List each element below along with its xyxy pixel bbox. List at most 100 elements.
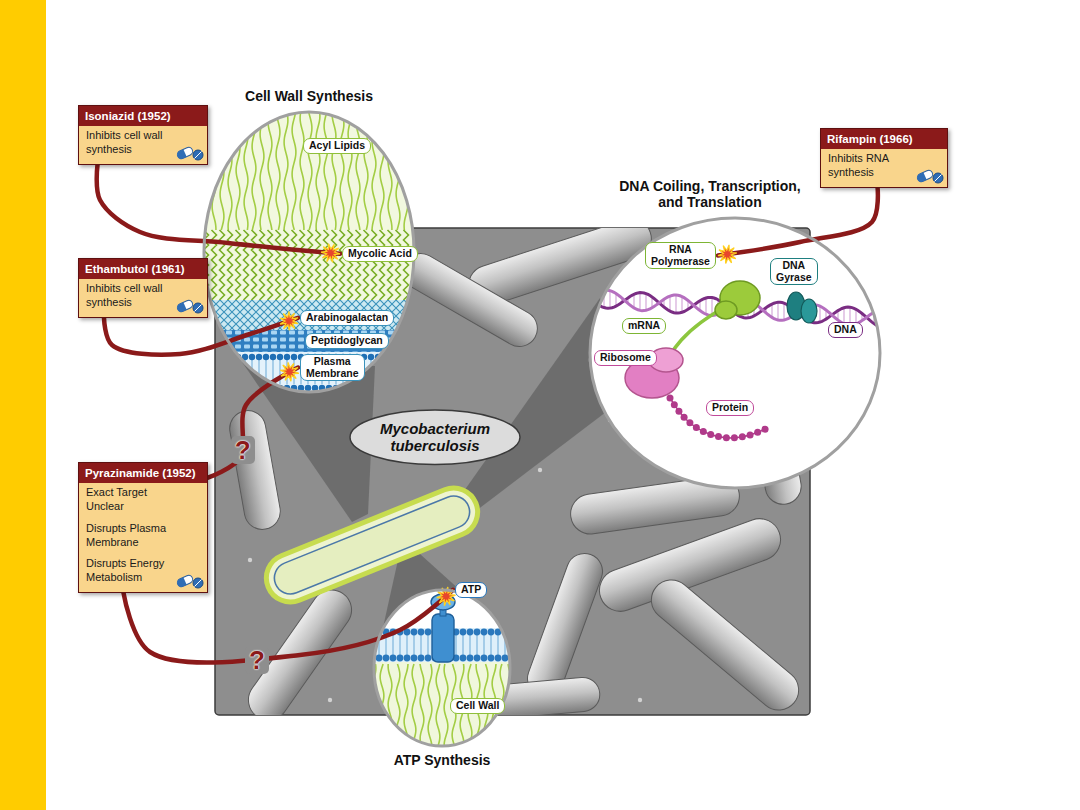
lipid-head [509,629,516,636]
part-name: RNA Polymerase [651,243,710,268]
mycolic-acid [252,230,257,300]
lipid-head [249,385,255,391]
amino-acid [707,431,714,438]
capsule [176,299,194,313]
part-name: Acyl Lipids [309,139,365,153]
acyl-lipid [236,110,240,230]
lipid-head [256,354,262,360]
mycolic-acid [236,230,241,300]
dna-rung [783,303,784,320]
section-title: DNA Coiling, Transcription, and Translat… [610,178,810,210]
lipid-tail [406,360,407,384]
lipid-head [495,655,502,662]
lipid-head [396,385,402,391]
lipid-tail [231,360,232,384]
lipid-head [383,655,390,662]
part-label: Ribosome [594,350,657,366]
lipid-head [389,354,395,360]
acyl-lipid [316,110,320,230]
capsule [176,574,194,588]
debris-dot [638,698,642,702]
lipid-head [467,655,474,662]
lipid-tail [392,360,393,384]
lipid-tail [407,634,408,656]
lipid-head [291,354,297,360]
dna-rung [675,295,676,313]
tablet [933,173,943,183]
lipid-head [488,629,495,636]
drug-name: Ethambutol (1961) [79,259,207,279]
amino-acid [723,434,730,441]
amino-acid [739,433,746,440]
mycolic-acid [308,230,313,300]
lipid-head [425,629,432,636]
tablet-score [195,304,202,311]
acyl-lipid [396,110,400,230]
acyl-lipid [228,110,232,230]
circle-outline [374,588,510,774]
drug-box: Pyrazinamide (1952)Exact Target UnclearD… [78,462,208,593]
lipid-head [235,385,241,391]
oval-border [350,410,520,465]
lipid-head [376,655,383,662]
lipid-head [368,354,374,360]
acyl-lipid [348,110,352,230]
amino-acid [731,434,738,441]
mycolic-acid [340,230,345,300]
lipid-head [404,655,411,662]
wall-fibre [436,664,440,748]
pill-icon [176,298,204,314]
amino-acid [667,395,674,402]
part-name: Cell Wall [456,699,499,713]
amino-acid [686,419,693,426]
part-name: Protein [712,401,748,415]
circle-border [374,590,510,746]
edge-label: ? [245,646,269,674]
part-label: Peptidoglycan [305,333,389,349]
lipid-tail [378,360,379,384]
lipid-tail [203,360,204,384]
acyl-lipid [404,110,408,230]
acyl-lipid [364,110,368,230]
lipid-head [411,629,418,636]
dna-rung [645,294,646,311]
amino-acid [693,424,700,431]
lipid-head [474,655,481,662]
wall-fibre [412,664,416,748]
drug-box: Isoniazid (1952)Inhibits cell wall synth… [78,105,208,165]
lipid-tail [413,360,414,384]
section-circle: Cell Wall SynthesisAcyl LipidsMycolic Ac… [203,88,415,393]
drug-box: Rifampin (1966)Inhibits RNA synthesis [820,128,948,188]
arabinogalactan-layer [200,300,420,330]
drug-box: Ethambutol (1961)Inhibits cell wall synt… [78,258,208,318]
dna-rung [819,306,820,322]
lipid-head [403,385,409,391]
lipid-tail [372,634,373,656]
acyl-lipid [292,110,296,230]
part-label: Cell Wall [450,698,505,714]
capsule-half [176,149,187,160]
lipid-head [467,629,474,636]
capsule [916,169,934,183]
organism-label: Mycobacterium tuberculosis [350,410,520,465]
acyl-lipid [308,110,312,230]
acyl-lipid [276,110,280,230]
acyl-lipid [212,110,216,230]
lipid-head [242,385,248,391]
dna-gyrase [801,299,817,323]
part-label: DNA Gyrase [770,258,818,285]
acyl-lipid [324,110,328,230]
lipid-tail [456,634,457,656]
lipid-head [460,655,467,662]
dna-rung [639,293,640,311]
amino-acid [671,401,678,408]
lipid-tail [421,634,422,656]
lipid-head [228,354,234,360]
lipid-head [396,354,402,360]
lipid-head [390,655,397,662]
mycolic-acid [356,230,361,300]
mycolic-acid [300,230,305,300]
acyl-lipid [332,110,336,230]
